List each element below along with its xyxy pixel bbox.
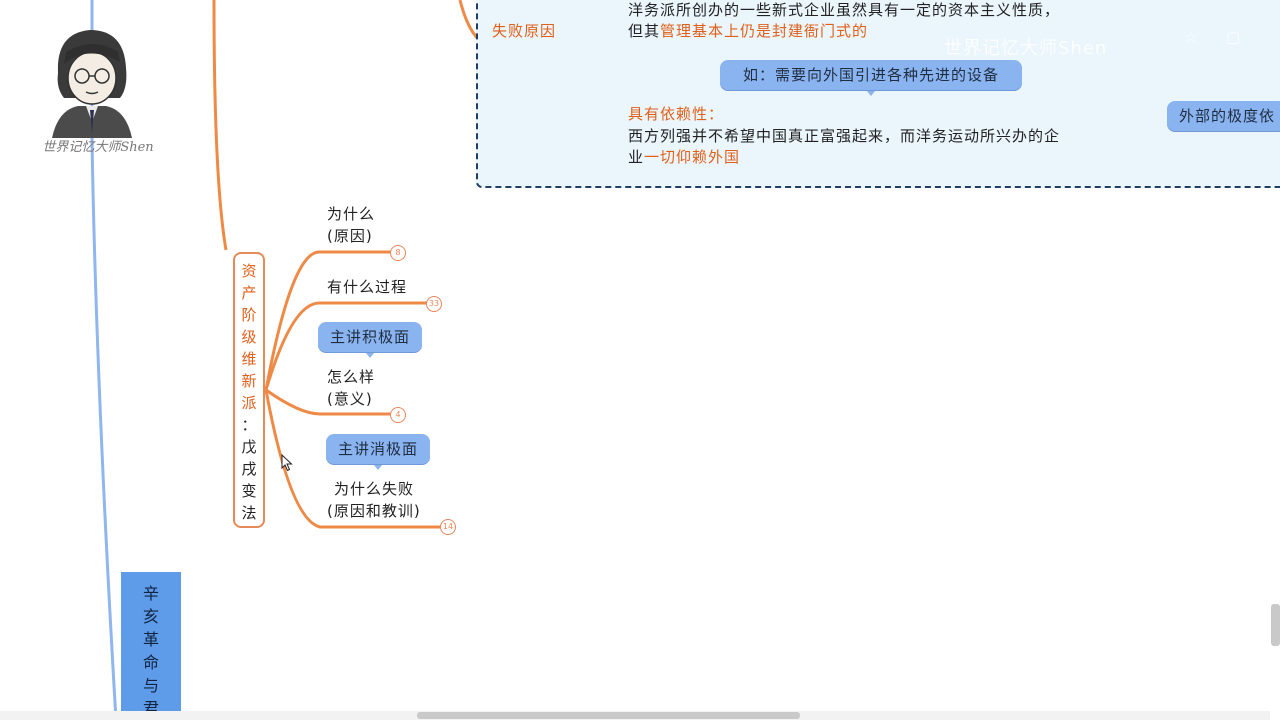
dependency-prefix: 业 bbox=[628, 148, 645, 166]
management-line[interactable]: 但其管理基本上仍是封建衙门式的 bbox=[628, 20, 868, 42]
collapsed-count-badge[interactable]: 14 bbox=[440, 519, 456, 535]
reform-char-10: 法 bbox=[241, 504, 257, 522]
positive-side-pill[interactable]: 主讲积极面 bbox=[318, 322, 422, 358]
vertical-scroll-thumb[interactable] bbox=[1271, 604, 1280, 646]
how-topic-line-1[interactable]: 怎么样 bbox=[327, 368, 376, 386]
dependency-line-1[interactable]: 西方列强并不希望中国真正富强起来，而洋务运动所兴办的企 bbox=[628, 127, 1061, 145]
reform-char-5: 新 bbox=[241, 372, 257, 390]
process-topic[interactable]: 有什么过程 bbox=[327, 278, 408, 296]
xinhai-char-4: 与 bbox=[142, 676, 159, 695]
pill-pointer bbox=[366, 353, 374, 358]
management-prefix: 但其 bbox=[628, 22, 661, 40]
reform-colon: ： bbox=[241, 416, 257, 434]
xinhai-revolution-node[interactable]: 辛 亥 革 命 与 君 bbox=[121, 572, 181, 720]
enterprise-nature-line[interactable]: 洋务派所创办的一些新式企业虽然具有一定的资本主义性质， bbox=[628, 1, 1061, 19]
xinhai-char-3: 命 bbox=[142, 653, 159, 672]
dependency-line-2[interactable]: 业一切仰赖外国 bbox=[628, 146, 740, 168]
external-dependency-pill[interactable]: 外部的极度依 bbox=[1167, 101, 1280, 131]
watermark-text: 世界记忆大师Shen bbox=[944, 38, 1108, 59]
collapsed-count-badge[interactable]: 8 bbox=[390, 245, 406, 261]
window-icon: ▢ bbox=[1226, 28, 1241, 46]
equipment-example-label: 如：需要向外国引进各种先进的设备 bbox=[742, 66, 999, 84]
positive-side-label: 主讲积极面 bbox=[329, 328, 410, 346]
how-topic-line-2[interactable]: (意义) bbox=[327, 390, 373, 408]
pill-pointer bbox=[867, 91, 875, 96]
avatar-illustration bbox=[52, 30, 132, 138]
why-topic-line-2[interactable]: (原因) bbox=[327, 227, 373, 245]
management-highlight: 管理基本上仍是封建衙门式的 bbox=[660, 22, 869, 40]
equipment-example-pill[interactable]: 如：需要向外国引进各种先进的设备 bbox=[720, 60, 1022, 96]
dependency-title[interactable]: 具有依赖性： bbox=[628, 105, 725, 123]
fail-topic-line-1[interactable]: 为什么失败 bbox=[334, 480, 415, 498]
fail-topic-line-2[interactable]: (原因和教训) bbox=[327, 502, 421, 520]
reform-char-9: 变 bbox=[241, 482, 257, 500]
dependency-highlight: 一切仰赖外国 bbox=[644, 148, 741, 166]
reform-char-3: 级 bbox=[241, 328, 257, 346]
reform-char-4: 维 bbox=[241, 350, 257, 368]
reform-char-6: 派 bbox=[241, 394, 257, 412]
reform-char-7: 戊 bbox=[241, 438, 257, 456]
xinhai-char-2: 革 bbox=[142, 630, 159, 649]
reform-char-8: 戌 bbox=[241, 460, 257, 478]
xinhai-char-1: 亥 bbox=[142, 607, 159, 626]
reform-movement-node[interactable]: 资 产 阶 级 维 新 派 ： 戊 戌 变 法 bbox=[233, 252, 265, 528]
reform-char-2: 阶 bbox=[241, 306, 257, 324]
author-avatar: 世界记忆大师Shen bbox=[28, 18, 168, 158]
xinhai-char-0: 辛 bbox=[142, 584, 159, 603]
collapsed-count-badge[interactable]: 33 bbox=[426, 296, 442, 312]
failure-reason-label[interactable]: 失败原因 bbox=[492, 22, 557, 40]
horizontal-scroll-thumb[interactable] bbox=[417, 712, 800, 719]
pill-pointer bbox=[374, 465, 382, 470]
reform-char-1: 产 bbox=[241, 284, 257, 302]
why-topic-line-1[interactable]: 为什么 bbox=[327, 205, 376, 223]
negative-side-pill[interactable]: 主讲消极面 bbox=[326, 434, 430, 470]
avatar-caption: 世界记忆大师Shen bbox=[42, 140, 154, 155]
reform-char-0: 资 bbox=[241, 262, 257, 280]
external-dependency-label: 外部的极度依 bbox=[1179, 107, 1276, 125]
failure-detail-panel[interactable] bbox=[476, 0, 1280, 188]
collapsed-count-badge[interactable]: 4 bbox=[390, 407, 406, 423]
star-icon: ☆ bbox=[1184, 28, 1198, 46]
mouse-cursor-icon bbox=[281, 454, 293, 472]
negative-side-label: 主讲消极面 bbox=[337, 440, 418, 458]
